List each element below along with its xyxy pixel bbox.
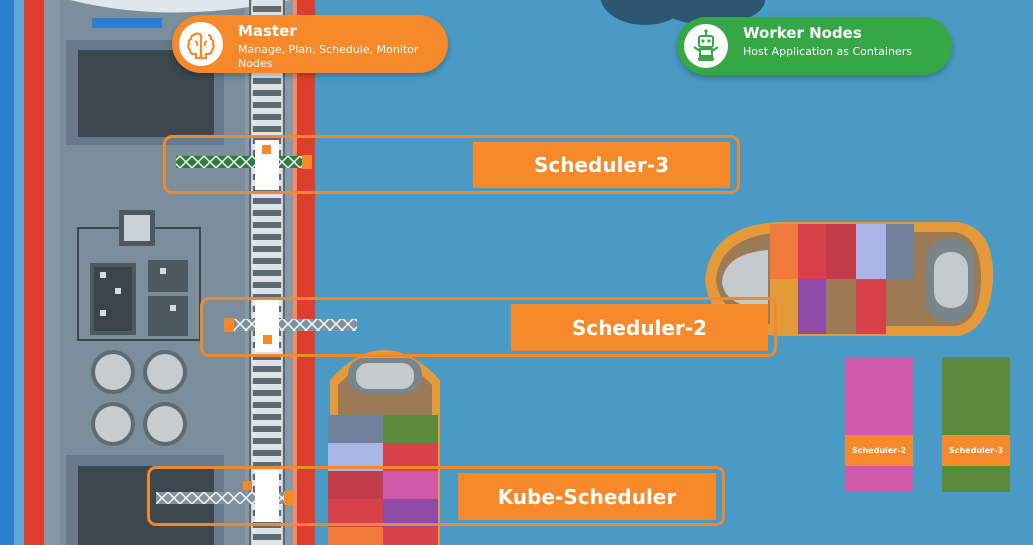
scheduler-3-frame	[163, 135, 740, 194]
master-card: Master Manage, Plan, Schedule, Monitor N…	[172, 15, 448, 73]
worker-nodes-card: Worker Nodes Host Application as Contain…	[677, 17, 952, 75]
crane-scheduler-3	[176, 140, 312, 190]
container-pink	[845, 357, 913, 492]
crane-scheduler-2	[224, 300, 357, 352]
storage-tanks	[91, 350, 187, 446]
cargo-ship-right	[705, 222, 994, 336]
worker-nodes-title: Worker Nodes	[743, 24, 862, 42]
kube-scheduler-label: Kube-Scheduler	[458, 473, 716, 520]
master-title: Master	[238, 22, 297, 40]
cargo-ship-bottom	[328, 350, 440, 545]
container-scheduler-2-label: Scheduler-2	[845, 435, 913, 466]
brain-icon	[179, 22, 223, 66]
scheduler-2-frame	[200, 297, 777, 357]
scheduler-2-label: Scheduler-2	[511, 304, 768, 351]
robot-icon	[684, 24, 728, 68]
worker-nodes-subtitle: Host Application as Containers	[743, 45, 912, 58]
scheduler-3-label: Scheduler-3	[473, 142, 730, 188]
rail-track	[249, 0, 285, 545]
container-scheduler-3-label: Scheduler-3	[942, 435, 1010, 466]
master-subtitle: Manage, Plan, Schedule, Monitor Nodes	[238, 43, 419, 70]
blue-stripe	[0, 0, 14, 545]
kube-scheduler-frame	[147, 466, 725, 526]
container-green	[942, 357, 1010, 492]
crane-kube-scheduler	[156, 470, 294, 522]
red-stripe	[24, 0, 44, 545]
